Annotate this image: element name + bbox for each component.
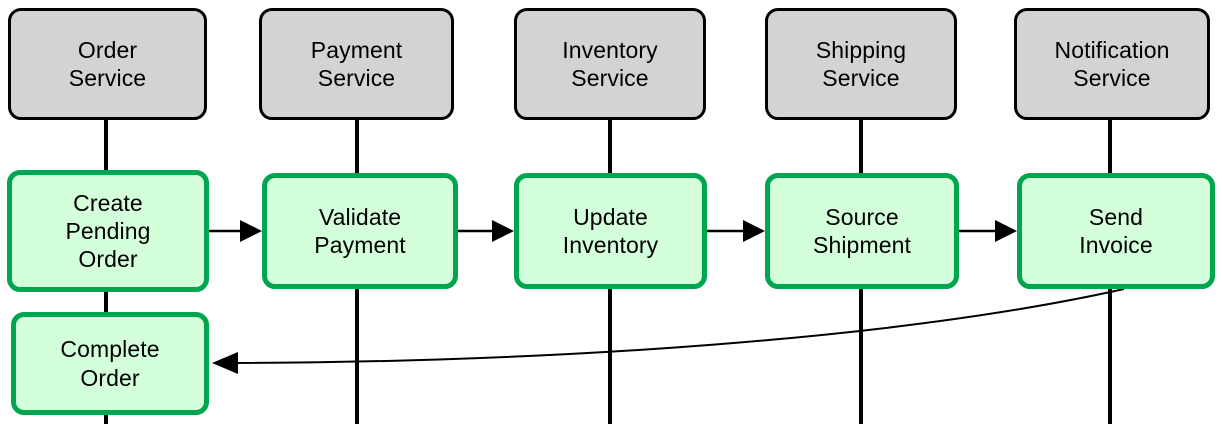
activity-label: Update Inventory xyxy=(562,203,659,258)
activity-label: Send Invoice xyxy=(1079,203,1153,258)
activity-validate-payment[interactable]: Validate Payment xyxy=(262,173,458,289)
activity-source-shipment[interactable]: Source Shipment xyxy=(765,173,959,289)
participant-notification-service[interactable]: Notification Service xyxy=(1014,8,1210,120)
activity-create-pending-order[interactable]: Create Pending Order xyxy=(7,170,209,292)
participant-label: Payment Service xyxy=(310,36,403,91)
edge-validate-to-update xyxy=(458,220,514,242)
activity-label: Source Shipment xyxy=(813,203,911,258)
activity-complete-order[interactable]: Complete Order xyxy=(11,312,209,415)
participant-label: Inventory Service xyxy=(562,36,658,91)
participant-shipping-service[interactable]: Shipping Service xyxy=(765,8,957,120)
participant-label: Shipping Service xyxy=(815,36,907,91)
edge-source-to-send xyxy=(959,220,1017,242)
activity-send-invoice[interactable]: Send Invoice xyxy=(1017,173,1215,289)
edge-send-to-complete xyxy=(212,288,1125,374)
edge-create-to-validate xyxy=(209,220,262,242)
activity-update-inventory[interactable]: Update Inventory xyxy=(514,173,707,289)
participant-label: Order Service xyxy=(68,36,147,91)
activity-label: Validate Payment xyxy=(314,203,406,258)
participant-payment-service[interactable]: Payment Service xyxy=(259,8,454,120)
participant-label: Notification Service xyxy=(1054,36,1170,91)
activity-label: Create Pending Order xyxy=(65,189,151,273)
participant-inventory-service[interactable]: Inventory Service xyxy=(514,8,706,120)
activity-label: Complete Order xyxy=(60,336,160,391)
edge-update-to-source xyxy=(707,220,765,242)
participant-order-service[interactable]: Order Service xyxy=(8,8,207,120)
